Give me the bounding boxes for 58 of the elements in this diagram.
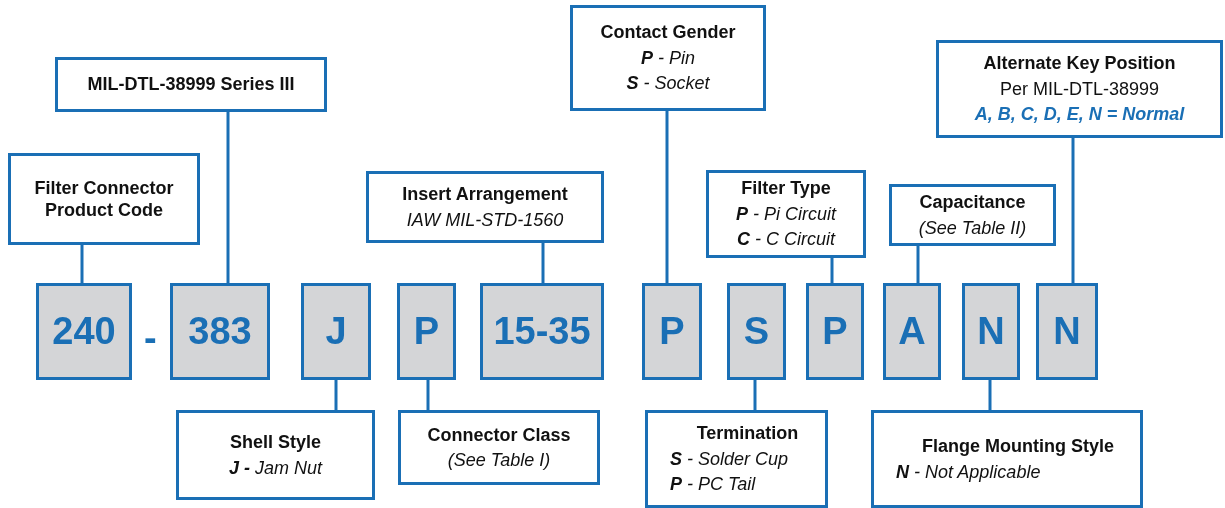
- callout-box: [570, 5, 766, 111]
- callout-text: IAW MIL-STD-1560: [406, 208, 564, 231]
- code-segment-box: 240: [36, 283, 132, 380]
- connector-line: [916, 246, 920, 283]
- connector-line: [665, 111, 669, 283]
- connector-line: [334, 380, 338, 410]
- callout-box: [55, 57, 327, 112]
- callout-text: C - C Circuit: [737, 228, 835, 251]
- callout-text: (See Table I): [447, 449, 551, 472]
- connector-line: [541, 243, 545, 283]
- callout-heading: Capacitance: [919, 191, 1026, 214]
- callout-box: [398, 410, 600, 485]
- code-segment-box: P: [642, 283, 702, 380]
- callout-text: A, B, C, D, E, N = Normal: [974, 103, 1185, 126]
- callout-heading: Alternate Key Position: [983, 52, 1176, 75]
- callout-heading: MIL-DTL-38999 Series III: [87, 73, 295, 96]
- callout-heading: Insert Arrangement: [402, 183, 568, 206]
- callout-heading: Filter Connector Product Code: [33, 176, 175, 222]
- connector-line: [753, 380, 757, 410]
- callout-text: (See Table II): [918, 216, 1027, 239]
- callout-box: [936, 40, 1223, 138]
- callout-text: N - Not Applicable: [896, 460, 1041, 483]
- connector-line: [426, 380, 430, 410]
- code-segment-box: P: [397, 283, 456, 380]
- callout-heading: Connector Class: [427, 423, 571, 446]
- code-segment-box: 15-35: [480, 283, 604, 380]
- callout-text: P - Pi Circuit: [736, 202, 836, 226]
- callout-text: P - Pin: [641, 46, 695, 70]
- connector-line: [830, 258, 834, 283]
- callout-heading: Contact Gender: [600, 21, 736, 44]
- connector-line: [80, 245, 84, 283]
- callout-box: [366, 171, 604, 243]
- connector-line: [988, 380, 992, 410]
- callout-text: P - PC Tail: [670, 473, 756, 496]
- callout-box: [8, 153, 200, 245]
- callout-text: S - Solder Cup: [670, 447, 789, 471]
- callout-text: Per MIL-DTL-38999: [999, 77, 1160, 101]
- code-segment-box: N: [962, 283, 1020, 380]
- callout-box: [706, 170, 866, 258]
- connector-line: [226, 112, 230, 283]
- code-segment-box: 383: [170, 283, 270, 380]
- separator-dash: -: [144, 316, 157, 361]
- callout-box: [889, 184, 1056, 246]
- callout-box: [176, 410, 375, 500]
- callout-text: S - Socket: [626, 72, 710, 95]
- code-segment-box: S: [727, 283, 786, 380]
- callout-heading: Filter Type: [741, 177, 831, 200]
- callout-text: J - Jam Nut: [228, 456, 322, 479]
- callout-box: [645, 410, 828, 508]
- connector-line: [1071, 138, 1075, 283]
- callout-heading: Termination: [696, 422, 799, 445]
- code-segment-box: N: [1036, 283, 1098, 380]
- callout-heading: Flange Mounting Style: [922, 435, 1114, 458]
- code-segment-box: P: [806, 283, 864, 380]
- callout-heading: Shell Style: [229, 431, 321, 454]
- callout-box: [871, 410, 1143, 508]
- code-segment-box: J: [301, 283, 371, 380]
- code-segment-box: A: [883, 283, 941, 380]
